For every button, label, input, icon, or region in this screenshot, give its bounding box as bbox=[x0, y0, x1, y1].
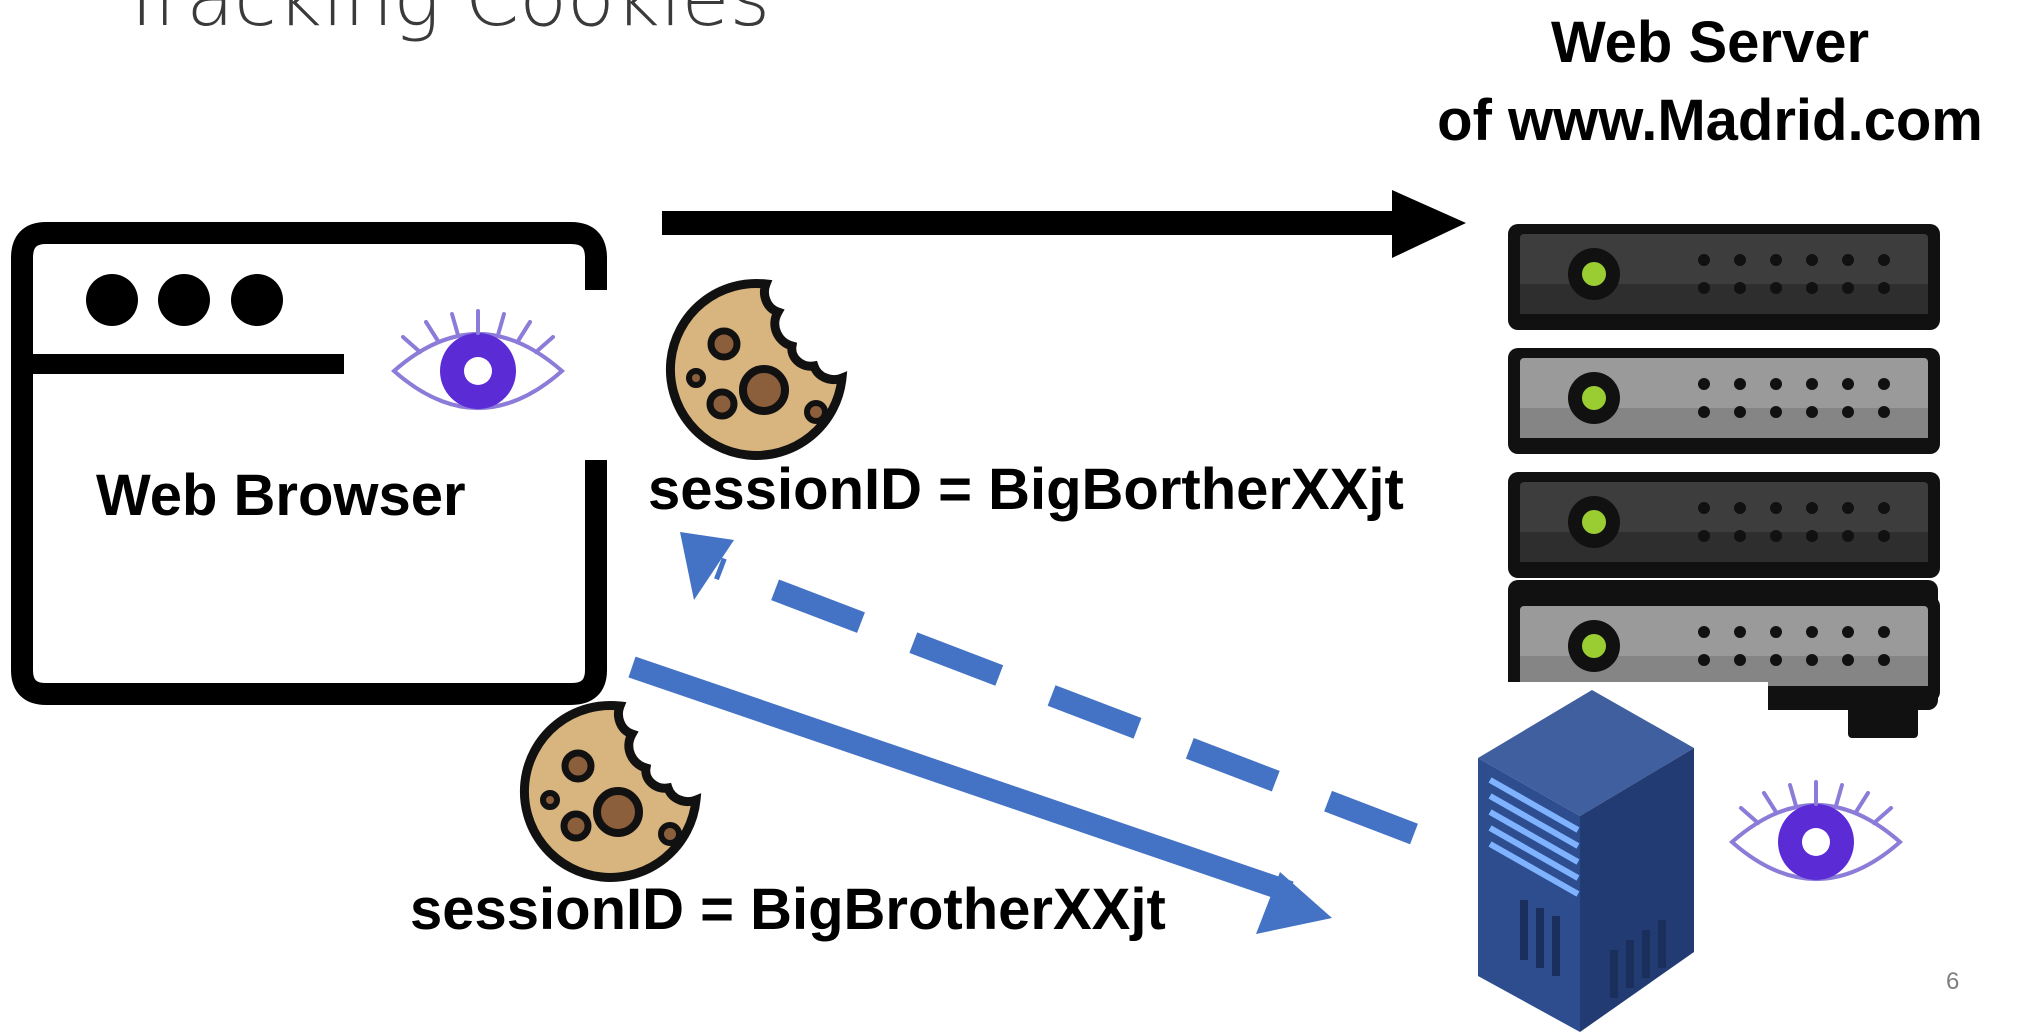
web-server-label-line1: Web Server bbox=[1550, 10, 1870, 75]
tracker-response-arrow bbox=[680, 532, 1418, 845]
cookie-session-label: sessionID = BigBortherXXjt bbox=[648, 457, 1404, 522]
eye-icon bbox=[392, 309, 564, 411]
tracker-request-arrow bbox=[628, 656, 1332, 934]
tracker-server-icon bbox=[1478, 690, 1694, 1032]
web-browser-label: Web Browser bbox=[96, 463, 466, 528]
server-rack-icon bbox=[1500, 224, 1940, 738]
slide-title: Tracking Cookies bbox=[118, 0, 770, 44]
cookie-session-label: sessionID = BigBrotherXXjt bbox=[410, 877, 1166, 942]
page-number: 6 bbox=[1946, 968, 1960, 995]
browser-window-icon bbox=[11, 222, 607, 705]
eye-icon bbox=[1730, 780, 1902, 882]
cookie-icon bbox=[670, 283, 842, 455]
request-arrow bbox=[662, 190, 1466, 258]
web-server-label: Web Server of www.Madrid.com bbox=[1380, 4, 2029, 160]
cookie-icon bbox=[524, 705, 696, 877]
web-server-label-line2: of www.Madrid.com bbox=[1437, 88, 1983, 153]
